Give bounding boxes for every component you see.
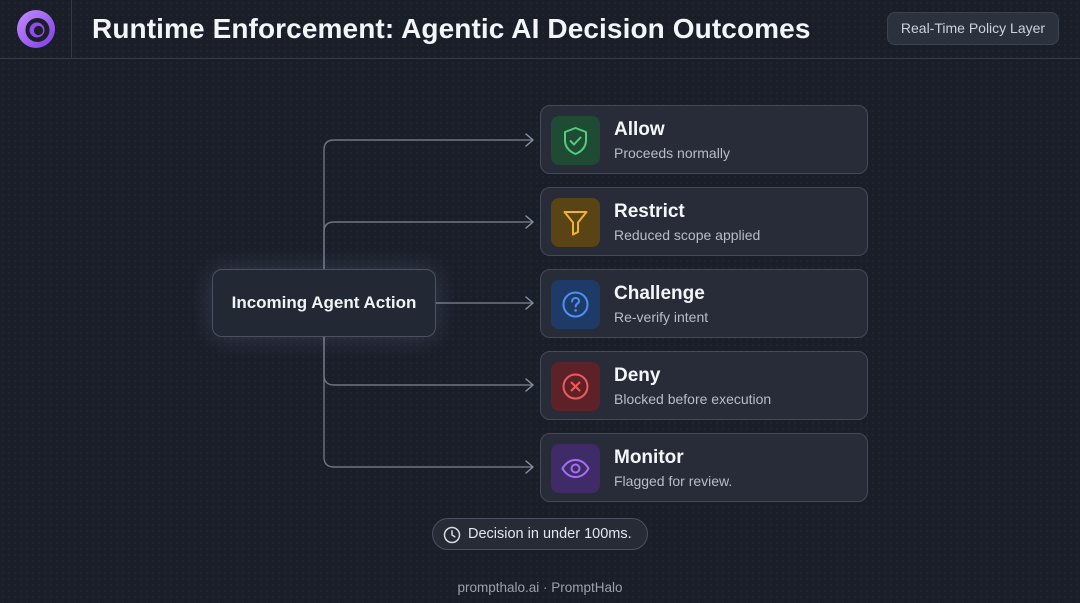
- outcome-subtitle: Blocked before execution: [614, 391, 772, 407]
- logo-cell: [0, 0, 72, 59]
- eye-icon: [561, 459, 590, 478]
- outcome-subtitle: Flagged for review.: [614, 473, 733, 489]
- funnel-icon: [563, 211, 588, 236]
- footer-credit: prompthalo.ai · PromptHalo: [457, 580, 623, 595]
- outcome-title: Restrict: [614, 201, 685, 222]
- outcome-card-challenge[interactable]: Challenge Re-verify intent: [540, 269, 868, 338]
- shield-check-icon: [564, 127, 587, 155]
- page-title: Runtime Enforcement: Agentic AI Decision…: [92, 13, 811, 44]
- outcome-title: Allow: [614, 119, 665, 140]
- arrowhead-challenge: [525, 296, 534, 310]
- swirl-logo-icon[interactable]: [16, 9, 56, 49]
- challenge-icon-box: [551, 280, 600, 329]
- outcome-card-restrict[interactable]: Restrict Reduced scope applied: [540, 187, 868, 256]
- connector-deny: [323, 337, 532, 386]
- outcome-title: Monitor: [614, 447, 684, 468]
- clock-icon: [443, 526, 461, 544]
- restrict-icon-box: [551, 198, 600, 247]
- deny-icon-box: [551, 362, 600, 411]
- outcome-subtitle: Proceeds normally: [614, 145, 730, 161]
- connector-restrict: [323, 221, 532, 269]
- monitor-icon-box: [551, 444, 600, 493]
- outcome-subtitle: Reduced scope applied: [614, 227, 761, 243]
- outcome-card-monitor[interactable]: Monitor Flagged for review.: [540, 433, 868, 502]
- outcome-card-deny[interactable]: Deny Blocked before execution: [540, 351, 868, 420]
- question-circle-icon: [562, 291, 589, 318]
- arrowhead-allow: [525, 133, 534, 147]
- outcome-title: Deny: [614, 365, 661, 386]
- arrowhead-deny: [525, 378, 534, 392]
- decision-timing-pill: Decision in under 100ms.: [432, 518, 648, 550]
- incoming-agent-action-node: Incoming Agent Action: [212, 269, 436, 337]
- connector-allow: [323, 139, 532, 269]
- connector-monitor: [323, 337, 532, 468]
- policy-layer-badge: Real-Time Policy Layer: [887, 12, 1059, 45]
- x-circle-icon: [562, 373, 589, 400]
- outcome-title: Challenge: [614, 283, 705, 304]
- decision-timing-text: Decision in under 100ms.: [468, 526, 632, 542]
- allow-icon-box: [551, 116, 600, 165]
- outcome-subtitle: Re-verify intent: [614, 309, 709, 325]
- header-bar: Runtime Enforcement: Agentic AI Decision…: [0, 0, 1080, 59]
- arrowhead-restrict: [525, 215, 534, 229]
- outcome-card-allow[interactable]: Allow Proceeds normally: [540, 105, 868, 174]
- arrowhead-monitor: [525, 460, 534, 474]
